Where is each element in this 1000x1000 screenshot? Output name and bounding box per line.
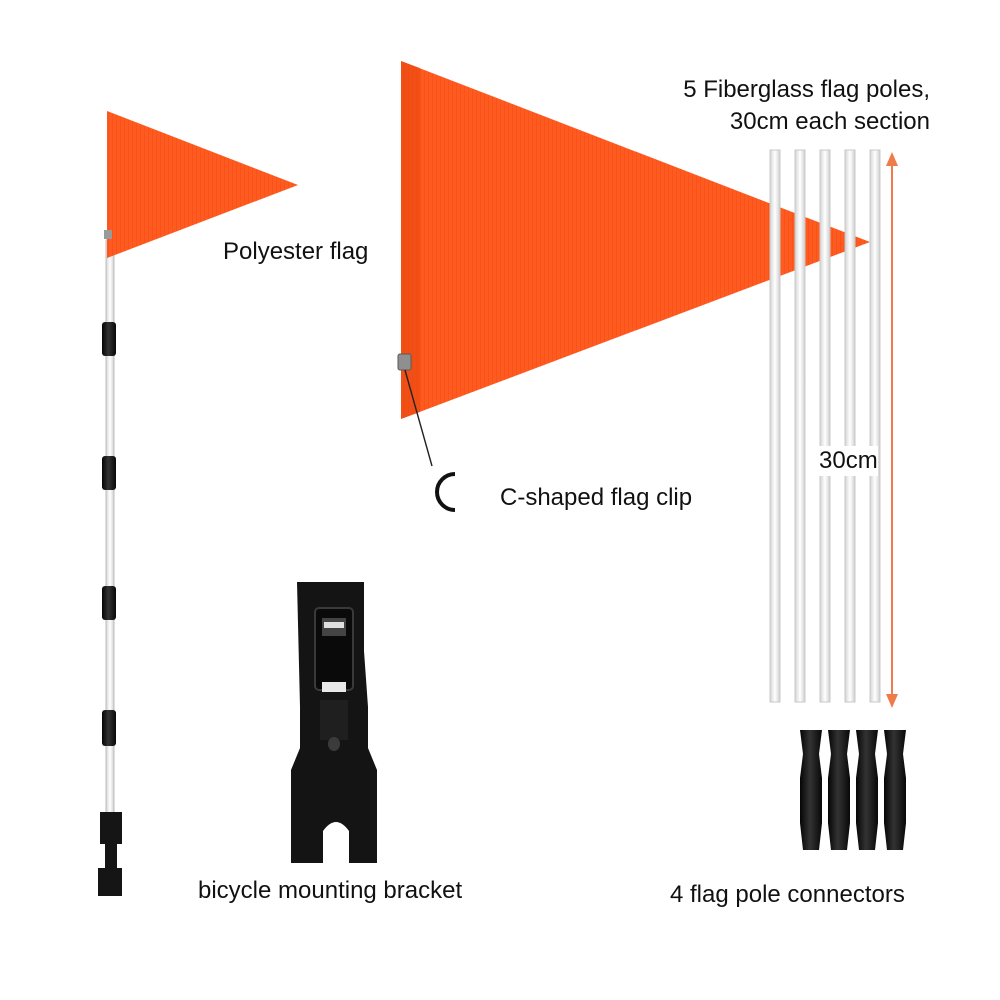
c-clip-icon bbox=[435, 472, 456, 512]
clip-leader-line bbox=[404, 369, 433, 467]
large-flag bbox=[397, 61, 870, 467]
connectors-label: 4 flag pole connectors bbox=[670, 881, 905, 908]
assembled-bracket-base bbox=[98, 868, 122, 896]
assembled-connector bbox=[102, 456, 116, 490]
mounting-bracket-icon bbox=[291, 582, 377, 863]
measure-arrow bbox=[886, 152, 898, 708]
bracket-label: bicycle mounting bracket bbox=[198, 877, 463, 904]
assembled-connector bbox=[102, 710, 116, 746]
polyester-flag-shape bbox=[401, 61, 870, 419]
poles-title-line1: 5 Fiberglass flag poles, bbox=[683, 76, 930, 103]
pole-connector-icon bbox=[800, 730, 906, 850]
fiberglass-pole bbox=[794, 149, 806, 703]
fiberglass-pole bbox=[769, 149, 781, 703]
polyester-flag-label: Polyester flag bbox=[223, 238, 369, 265]
clip-label: C-shaped flag clip bbox=[500, 484, 693, 511]
assembled-connector bbox=[102, 322, 116, 356]
fiberglass-pole bbox=[819, 149, 831, 703]
assembled-flag bbox=[98, 111, 298, 896]
small-flag bbox=[107, 111, 298, 258]
fiberglass-poles bbox=[769, 149, 881, 703]
fiberglass-pole bbox=[844, 149, 856, 703]
fiberglass-pole bbox=[869, 149, 881, 703]
poles-title-line2: 30cm each section bbox=[729, 108, 930, 135]
flag-clip-on-flag bbox=[397, 353, 412, 371]
small-flag-clip bbox=[104, 230, 112, 239]
assembled-connector bbox=[102, 586, 116, 620]
measure-label: 30cm bbox=[819, 446, 878, 476]
